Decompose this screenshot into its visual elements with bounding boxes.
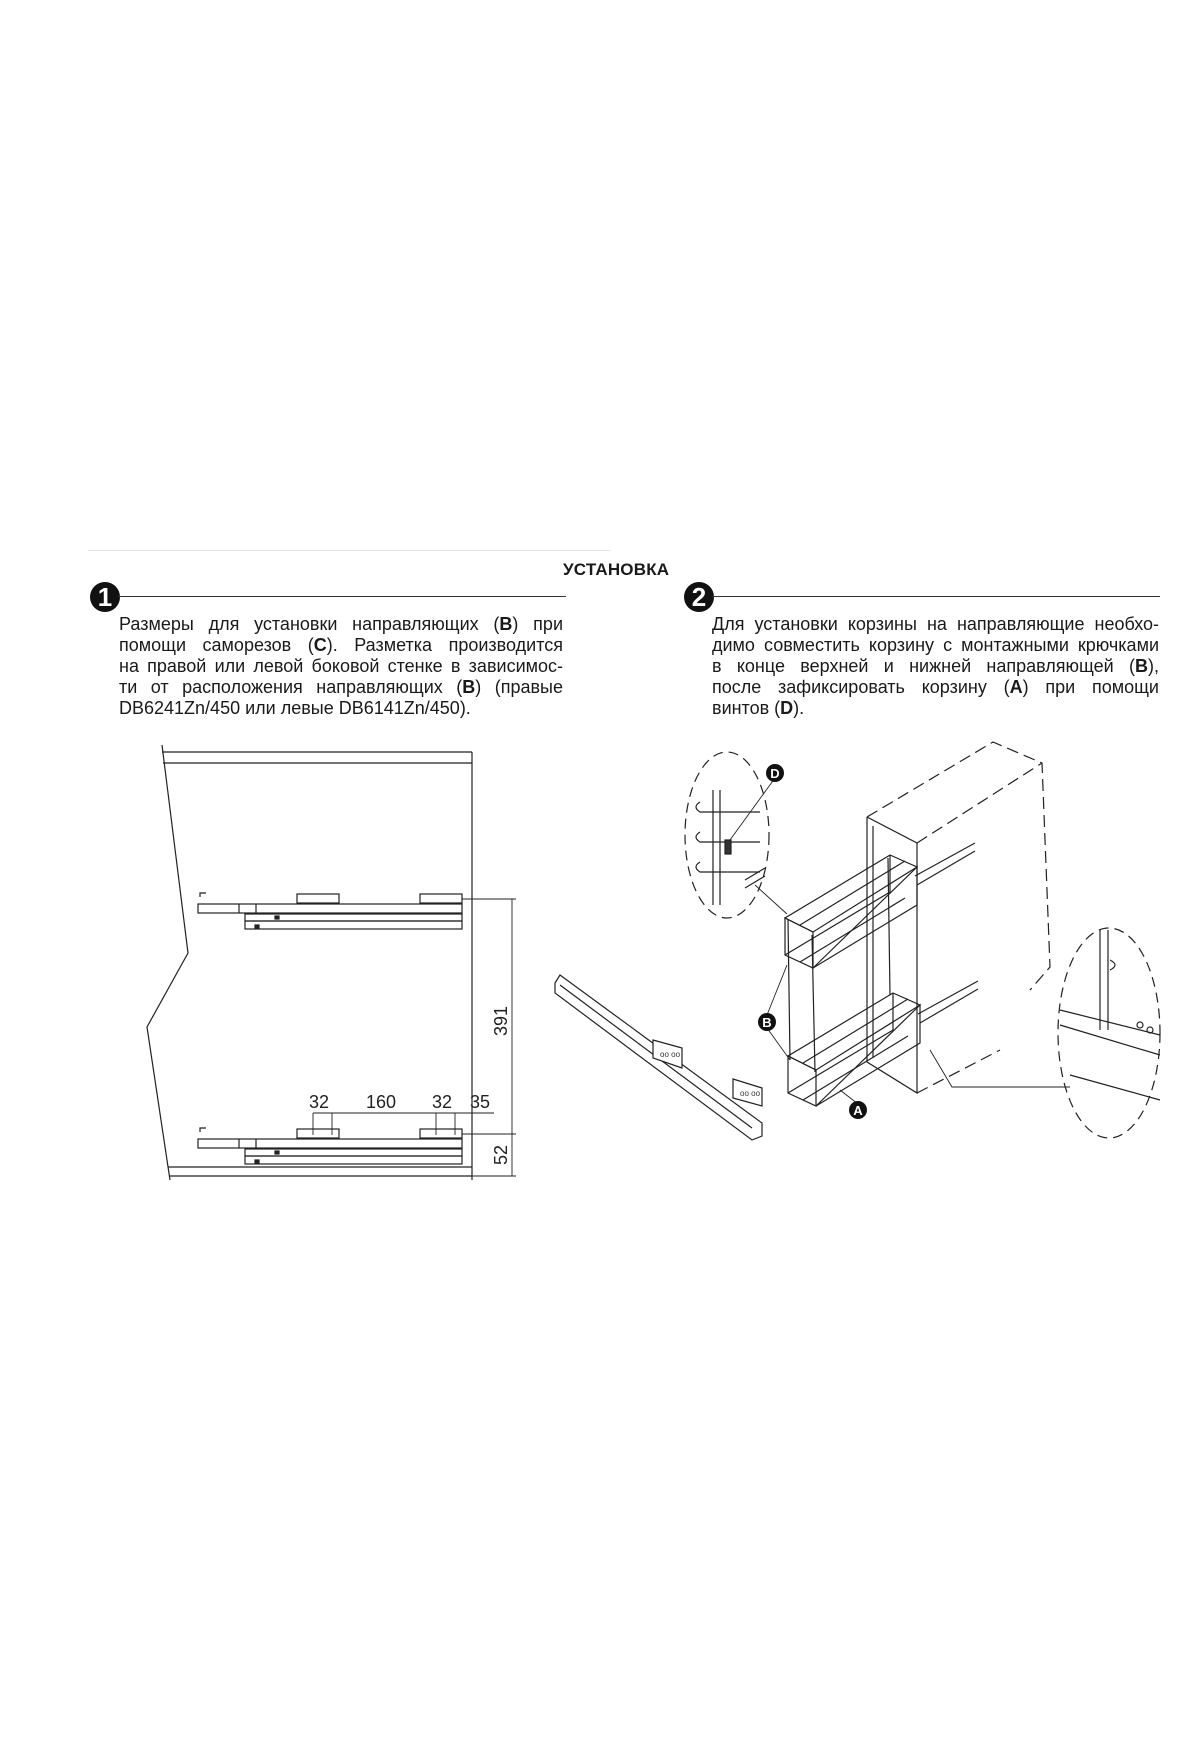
text-line: на правой или левой боковой стенке в зав… <box>119 656 563 677</box>
text-line: Размеры для установки направляющих (B) п… <box>119 614 563 635</box>
reference-letter: D <box>780 698 794 718</box>
text-fragment: Размеры для установки направляющих ( <box>119 614 500 634</box>
text-fragment: ) при <box>512 614 563 634</box>
svg-text:B: B <box>762 1015 771 1030</box>
text-line: после зафиксировать корзину (A) при помо… <box>712 677 1159 698</box>
svg-text:D: D <box>770 766 779 781</box>
text-fragment: помощи саморезов ( <box>119 635 314 655</box>
callout-a: A <box>849 1101 867 1119</box>
top-divider <box>88 550 610 551</box>
section-title: УСТАНОВКА <box>563 560 670 579</box>
svg-text:oo oo: oo oo <box>660 1050 681 1059</box>
step-1-text: Размеры для установки направляющих (B) п… <box>119 614 563 719</box>
reference-letter: B <box>499 614 513 634</box>
rail-bottom <box>197 1127 463 1165</box>
text-fragment: на правой или левой боковой стенке в зав… <box>119 656 563 676</box>
dim-391: 391 <box>491 1006 511 1036</box>
reference-letter: B <box>1135 656 1148 676</box>
dim-32-left: 32 <box>309 1092 329 1112</box>
text-fragment: винтов ( <box>712 698 781 718</box>
callout-b: B <box>758 1013 776 1031</box>
text-line: винтов (D). <box>712 698 1159 719</box>
text-line: помощи саморезов (C). Разметка производи… <box>119 635 563 656</box>
callout-d: D <box>766 764 784 782</box>
text-fragment: после зафиксировать корзину ( <box>712 677 1010 697</box>
dim-32-right: 32 <box>432 1092 452 1112</box>
basket-lower <box>786 980 979 1107</box>
text-fragment: ), <box>1148 656 1159 676</box>
hook-detail <box>1059 930 1161 1101</box>
text-fragment: DB6241Zn/450 или левые DB6141Zn/450). <box>119 698 471 718</box>
text-line: димо совместить корзину с монтажными крю… <box>712 635 1159 656</box>
loose-rail: oo oo oo oo <box>554 974 763 1141</box>
basket-upper <box>783 842 976 969</box>
basket-installation-diagram: oo oo oo oo <box>554 741 1161 1141</box>
text-fragment: ). <box>793 698 805 718</box>
text-fragment: димо совместить корзину с монтажными крю… <box>712 635 1159 655</box>
side-wall-diagram: 32 160 32 35 391 52 <box>146 744 516 1181</box>
text-line: в конце верхней и нижней направляющей (B… <box>712 656 1159 677</box>
text-line: Для установки корзины на направляющие не… <box>712 614 1159 635</box>
step-2-text: Для установки корзины на направляющие не… <box>712 614 1159 719</box>
text-fragment: Для установки корзины на направляющие не… <box>712 614 1159 634</box>
cabinet-outline <box>866 741 1051 1094</box>
text-fragment: ) при помощи <box>1022 677 1159 697</box>
screw-detail <box>695 790 766 905</box>
dim-52: 52 <box>491 1145 511 1165</box>
reference-letter: B <box>462 677 476 697</box>
detail-hook-circle <box>1057 927 1161 1139</box>
dim-160: 160 <box>366 1092 396 1112</box>
detail-screw-circle <box>684 751 770 919</box>
text-fragment: ) (правые <box>475 677 563 697</box>
leader-lines <box>729 777 1070 1105</box>
cabinet-front-panel <box>866 816 918 1095</box>
svg-text:oo oo: oo oo <box>740 1089 761 1098</box>
text-fragment: ти от расположения направляющих ( <box>119 677 463 697</box>
step-1-rule <box>118 596 566 597</box>
dim-35: 35 <box>470 1092 490 1112</box>
dimension-lines <box>312 898 516 1177</box>
text-line: DB6241Zn/450 или левые DB6141Zn/450). <box>119 698 563 719</box>
rail-top <box>197 892 463 930</box>
step-1-badge: 1 <box>90 582 120 612</box>
text-line: ти от расположения направляющих (B) (пра… <box>119 677 563 698</box>
reference-letter: A <box>1009 677 1023 697</box>
svg-text:A: A <box>853 1103 863 1118</box>
text-fragment: в конце верхней и нижней направляющей ( <box>712 656 1135 676</box>
reference-letter: C <box>313 635 327 655</box>
step-2-rule <box>712 596 1160 597</box>
step-2-badge: 2 <box>684 582 714 612</box>
text-fragment: ). Разметка производится <box>326 635 563 655</box>
